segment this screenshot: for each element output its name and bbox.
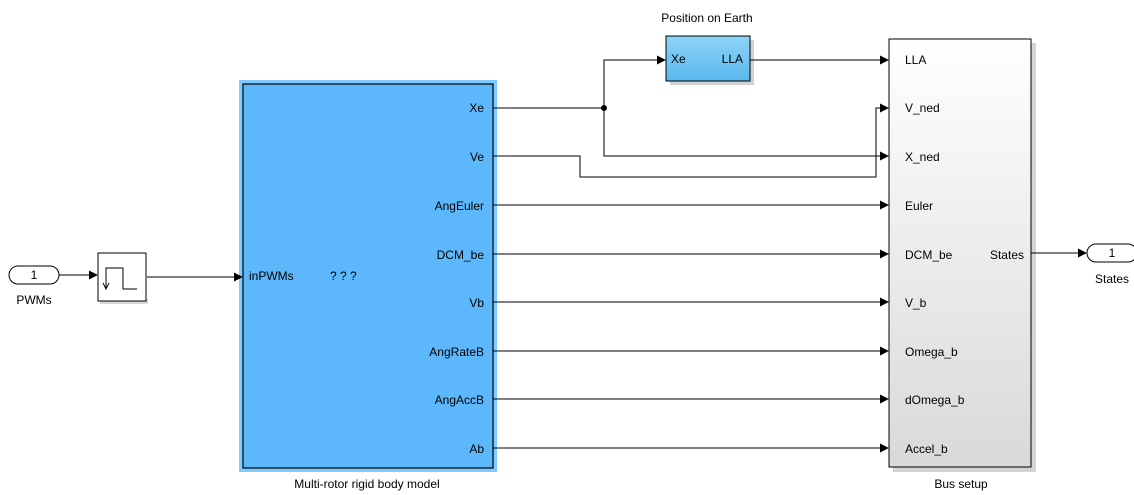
position-input-label: Xe xyxy=(671,52,686,66)
rigid-body-output-dcm-be: DCM_be xyxy=(437,248,485,262)
bus-input-domega-b: dOmega_b xyxy=(905,393,965,407)
bus-input-x-ned: X_ned xyxy=(905,150,940,164)
bus-setup-block[interactable]: LLA V_ned X_ned Euler DCM_be V_b Omega_b… xyxy=(888,38,1036,491)
rigid-body-output-angaccb: AngAccB xyxy=(435,393,484,407)
rigid-body-output-angrateb: AngRateB xyxy=(429,345,484,359)
position-on-earth-title: Position on Earth xyxy=(661,11,752,25)
rigid-body-output-vb: Vb xyxy=(469,296,484,310)
zero-order-hold-block[interactable] xyxy=(97,252,148,304)
rigid-body-model-block[interactable]: inPWMs ? ? ? Xe Ve AngEuler DCM_be Vb An… xyxy=(239,80,497,491)
rigid-body-title: Multi-rotor rigid body model xyxy=(294,477,439,491)
inport-number: 1 xyxy=(31,268,38,282)
inport-label: PWMs xyxy=(16,293,51,307)
bus-input-dcm-be: DCM_be xyxy=(905,248,953,262)
bus-input-lla: LLA xyxy=(905,53,926,67)
line-xe-to-x-ned[interactable] xyxy=(603,108,889,161)
position-on-earth-block[interactable]: Position on Earth Xe LLA xyxy=(661,11,754,85)
rigid-body-placeholder: ? ? ? xyxy=(330,269,357,283)
position-output-label: LLA xyxy=(722,52,743,66)
zero-order-hold-icon xyxy=(105,267,137,290)
outport-states-block[interactable]: 1 States xyxy=(1086,243,1134,286)
bus-setup-title: Bus setup xyxy=(934,477,988,491)
rigid-body-input-label: inPWMs xyxy=(249,269,294,283)
inport-pwms-block[interactable]: 1 PWMs xyxy=(8,265,60,307)
rigid-body-output-angeuler: AngEuler xyxy=(435,199,484,213)
outport-label: States xyxy=(1095,272,1129,286)
bus-input-v-b: V_b xyxy=(905,296,927,310)
bus-output-states: States xyxy=(990,248,1024,262)
bus-input-v-ned: V_ned xyxy=(905,101,940,115)
rigid-body-output-ve: Ve xyxy=(470,150,484,164)
rigid-body-output-xe: Xe xyxy=(469,101,484,115)
bus-input-accel-b: Accel_b xyxy=(905,442,948,456)
bus-input-euler: Euler xyxy=(905,199,933,213)
branch-point xyxy=(601,105,607,111)
signal-lines xyxy=(59,55,1087,453)
line-xe-to-position[interactable] xyxy=(493,55,666,109)
rigid-body-output-ab: Ab xyxy=(469,442,484,456)
outport-number: 1 xyxy=(1109,246,1116,260)
bus-input-omega-b: Omega_b xyxy=(905,345,958,359)
line-ve-to-v-ned[interactable] xyxy=(493,103,889,178)
